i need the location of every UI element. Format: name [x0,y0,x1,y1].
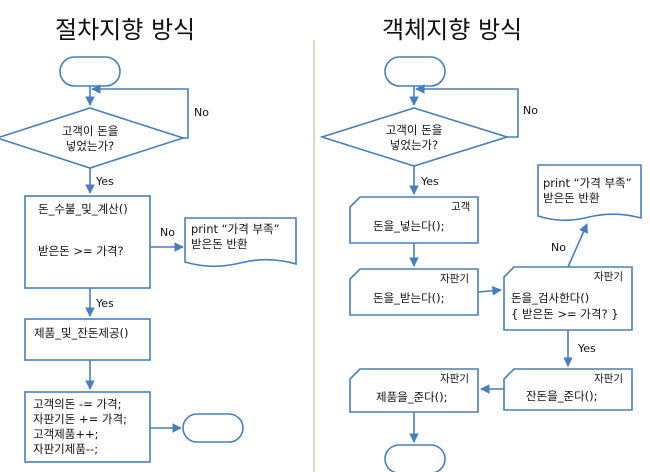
left-end-terminator [182,413,244,443]
right-output-document [537,164,642,222]
left-yes-label: Yes [96,175,114,188]
left-process2-text: 제품_및_잔돈제공() [34,326,129,340]
left-output-text: print “가격 부족” 받은돈 반환 [191,222,280,252]
right-box2 [349,268,479,316]
left-process3-text: 고객의돈 -= 가격; 자판기돈 += 가격; 고객제품++; 자판기제품--; [33,397,127,457]
right-yes2-label: Yes [578,342,596,355]
right-output-line2: 받은돈 반환 [543,191,600,205]
right-box1-tag: 고객 [451,201,471,213]
right-box2-text: 돈을_받는다(); [373,291,445,305]
left-output-line2: 받은돈 반환 [191,237,248,251]
left-process1-body: 받은돈 >= 가격? [38,244,124,258]
left-output-line1: print “가격 부족” [191,222,280,236]
left-process3-line2: 자판기돈 += 가격; [33,412,127,426]
right-decision-line1: 고객이 돈을 [385,123,443,137]
right-box3-line2: { 받은돈 >= 가격? } [511,307,619,321]
right-output-text: print “가격 부족” 받은돈 반환 [543,176,632,206]
right-no-label: No [523,104,538,117]
left-process3-line4: 자판기제품--; [33,442,99,456]
right-box5-text: 제품을_준다(); [376,390,448,404]
left-decision-line2: 넣었는가? [65,139,115,153]
left-process2 [24,318,151,361]
right-box4-tag: 자판기 [594,373,623,385]
left-process3 [24,391,151,463]
right-yes-label: Yes [421,175,439,188]
left-decision-line1: 고객이 돈을 [61,124,119,138]
left-no-loop [91,84,189,139]
right-box3-line1: 돈을_검사한다() [511,291,590,305]
left-no-label: No [194,106,209,119]
right-decision-text: 고객이 돈을 넣었는가? [364,123,464,153]
left-decision-text: 고객이 돈을 넣었는가? [40,124,140,154]
right-title: 객체지향 방식 [382,16,523,44]
left-process3-line1: 고객의돈 -= 가격; [33,397,122,411]
right-decision-line2: 넣었는가? [389,138,439,152]
left-process1-header: 돈_수불_및_계산() [38,202,128,216]
left-title: 절차지향 방식 [55,16,196,44]
right-box5-tag: 자판기 [440,373,469,385]
left-yes2-label: Yes [96,297,114,310]
right-box1-text: 돈을_넣는다(); [373,219,445,233]
left-output-document [184,217,297,268]
right-box2-tag: 자판기 [440,273,469,285]
right-box4-text: 잔돈을_준다(); [526,389,598,403]
right-output-line1: print “가격 부족” [543,176,632,190]
right-no2-label: No [551,241,566,254]
right-box3-tag: 자판기 [594,271,623,283]
left-no2-label: No [160,226,175,239]
right-box4 [503,368,633,411]
left-process3-line3: 고객제품++; [33,427,99,441]
right-start-terminator [384,56,446,87]
right-no-loop [415,84,519,138]
left-process1 [24,195,151,289]
right-end-terminator [384,444,446,472]
left-start-terminator [59,56,121,87]
